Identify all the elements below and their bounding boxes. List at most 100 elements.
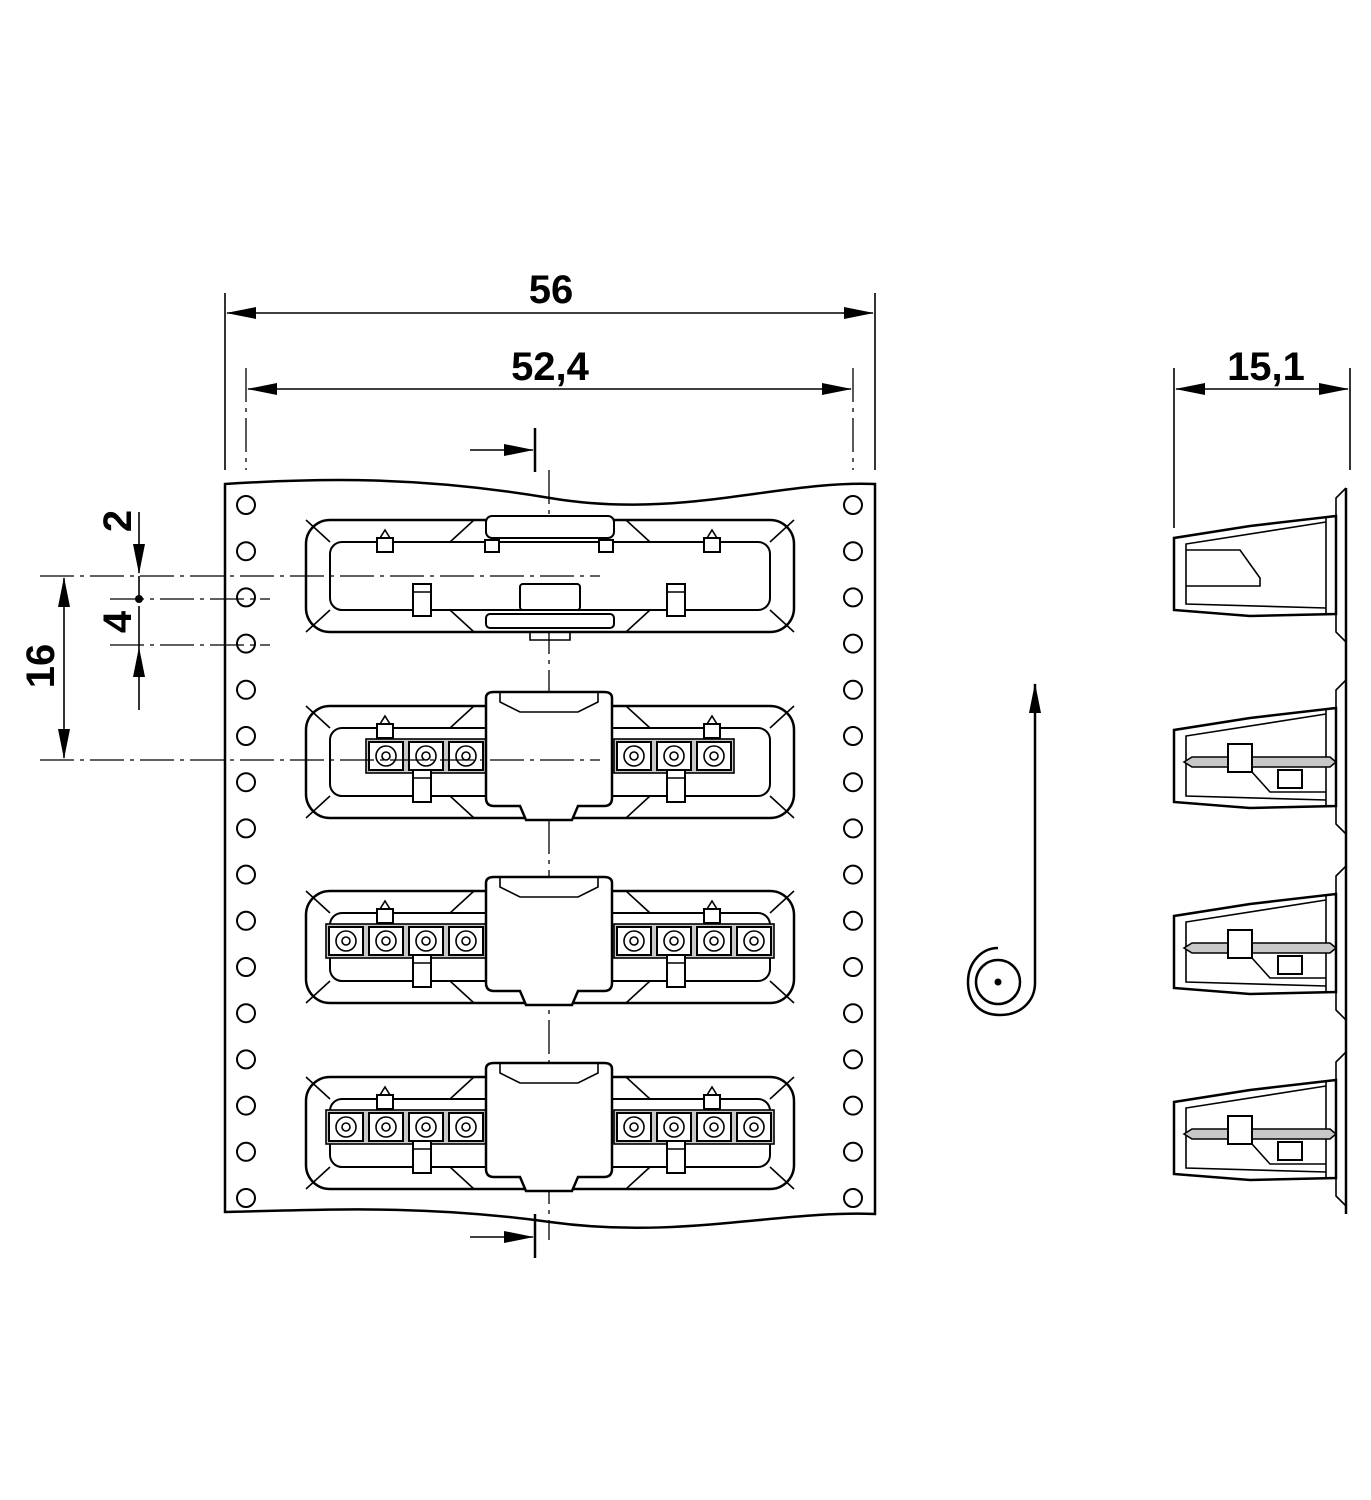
sprocket-hole (843, 864, 863, 885)
dimension-part-pitch: 16 (19, 577, 600, 761)
sprocket-hole (236, 1049, 256, 1070)
latch-post (376, 537, 394, 553)
sprocket-hole (843, 633, 863, 654)
tape-pocket (304, 875, 796, 1007)
sprocket-hole (843, 679, 863, 700)
sprocket-hole (236, 1141, 256, 1162)
sprocket-holes-right (843, 495, 863, 1208)
pin (375, 745, 397, 767)
locating-peg (412, 583, 432, 617)
dimension-hole-pitch: 4 (96, 606, 145, 710)
side-pocket (1172, 1051, 1347, 1207)
latch-post (703, 537, 721, 553)
side-pocket (1172, 679, 1347, 835)
sprocket-hole (843, 772, 863, 793)
pin (623, 1116, 645, 1138)
pin (743, 930, 765, 952)
pin (415, 930, 437, 952)
latch-post (376, 723, 394, 739)
component-body (484, 875, 614, 1007)
locating-peg (666, 583, 686, 617)
side-view (1172, 487, 1348, 1214)
tape-pocket (304, 690, 796, 822)
side-pocket-body (1172, 514, 1338, 618)
dimension-label-16: 16 (19, 644, 63, 689)
sprocket-hole (236, 1095, 256, 1116)
pin (455, 1116, 477, 1138)
sprocket-hole (843, 1003, 863, 1024)
pin (415, 745, 437, 767)
pin (663, 930, 685, 952)
sprocket-hole (843, 587, 863, 608)
pin (663, 745, 685, 767)
center-marker-top (470, 428, 537, 472)
locating-peg (666, 769, 686, 803)
dimension-overall-width: 56 (224, 268, 876, 470)
dimension-side-depth: 15,1 (1173, 345, 1351, 528)
side-pin-housing (1227, 929, 1253, 959)
pin (703, 930, 725, 952)
component-body (484, 690, 614, 822)
sprocket-hole (843, 910, 863, 931)
sprocket-hole (236, 772, 256, 793)
latch-post (376, 908, 394, 924)
center-marker-bottom (470, 1214, 537, 1258)
pin (663, 1116, 685, 1138)
side-pocket (1172, 487, 1347, 643)
locating-peg (412, 1140, 432, 1174)
pin (415, 1116, 437, 1138)
tape-pocket (304, 1061, 796, 1193)
pin (623, 930, 645, 952)
sprocket-hole (843, 1095, 863, 1116)
dimension-label-56: 56 (529, 268, 574, 312)
tape-pocket (304, 515, 796, 641)
locating-peg (666, 954, 686, 988)
pin (335, 930, 357, 952)
sprocket-hole (236, 679, 256, 700)
dimension-label-4: 4 (96, 610, 140, 633)
dimension-hole-offset: 2 (40, 510, 600, 646)
side-pin (1182, 756, 1338, 768)
dimension-label-15-1: 15,1 (1227, 345, 1305, 389)
sprocket-hole (843, 818, 863, 839)
tape-pockets (304, 515, 796, 1193)
pin (375, 1116, 397, 1138)
sprocket-hole (236, 957, 256, 977)
sprocket-holes-left (236, 495, 256, 1208)
latch-post (376, 1094, 394, 1110)
sprocket-hole (843, 957, 863, 977)
pin (743, 1116, 765, 1138)
latch-post (703, 1094, 721, 1110)
sprocket-hole (843, 495, 863, 515)
pin (335, 1116, 357, 1138)
sprocket-hole (236, 541, 256, 562)
sprocket-hole (236, 1003, 256, 1024)
pocket-slot (485, 515, 615, 539)
sprocket-hole (236, 726, 256, 746)
sprocket-hole (843, 1049, 863, 1070)
sprocket-hole (236, 495, 256, 515)
sprocket-hole (236, 587, 256, 608)
sprocket-hole (843, 1188, 863, 1208)
dimension-hole-pitch-width: 52,4 (245, 345, 854, 470)
side-pocket (1172, 865, 1347, 1021)
pin (623, 745, 645, 767)
side-pin-housing (1227, 1115, 1253, 1145)
latch-post (703, 723, 721, 739)
latch-post (703, 908, 721, 924)
component-body (484, 1061, 614, 1193)
sprocket-hole (236, 818, 256, 839)
sprocket-hole (236, 1188, 256, 1208)
sprocket-hole (236, 633, 256, 654)
reel-icon (966, 946, 1037, 1017)
pin (703, 745, 725, 767)
locating-peg (666, 1140, 686, 1174)
locating-peg (412, 954, 432, 988)
dimension-label-52-4: 52,4 (511, 345, 590, 389)
sprocket-hole (236, 910, 256, 931)
locating-peg (412, 769, 432, 803)
sprocket-hole (843, 726, 863, 746)
pin (455, 930, 477, 952)
side-pin (1182, 942, 1338, 954)
